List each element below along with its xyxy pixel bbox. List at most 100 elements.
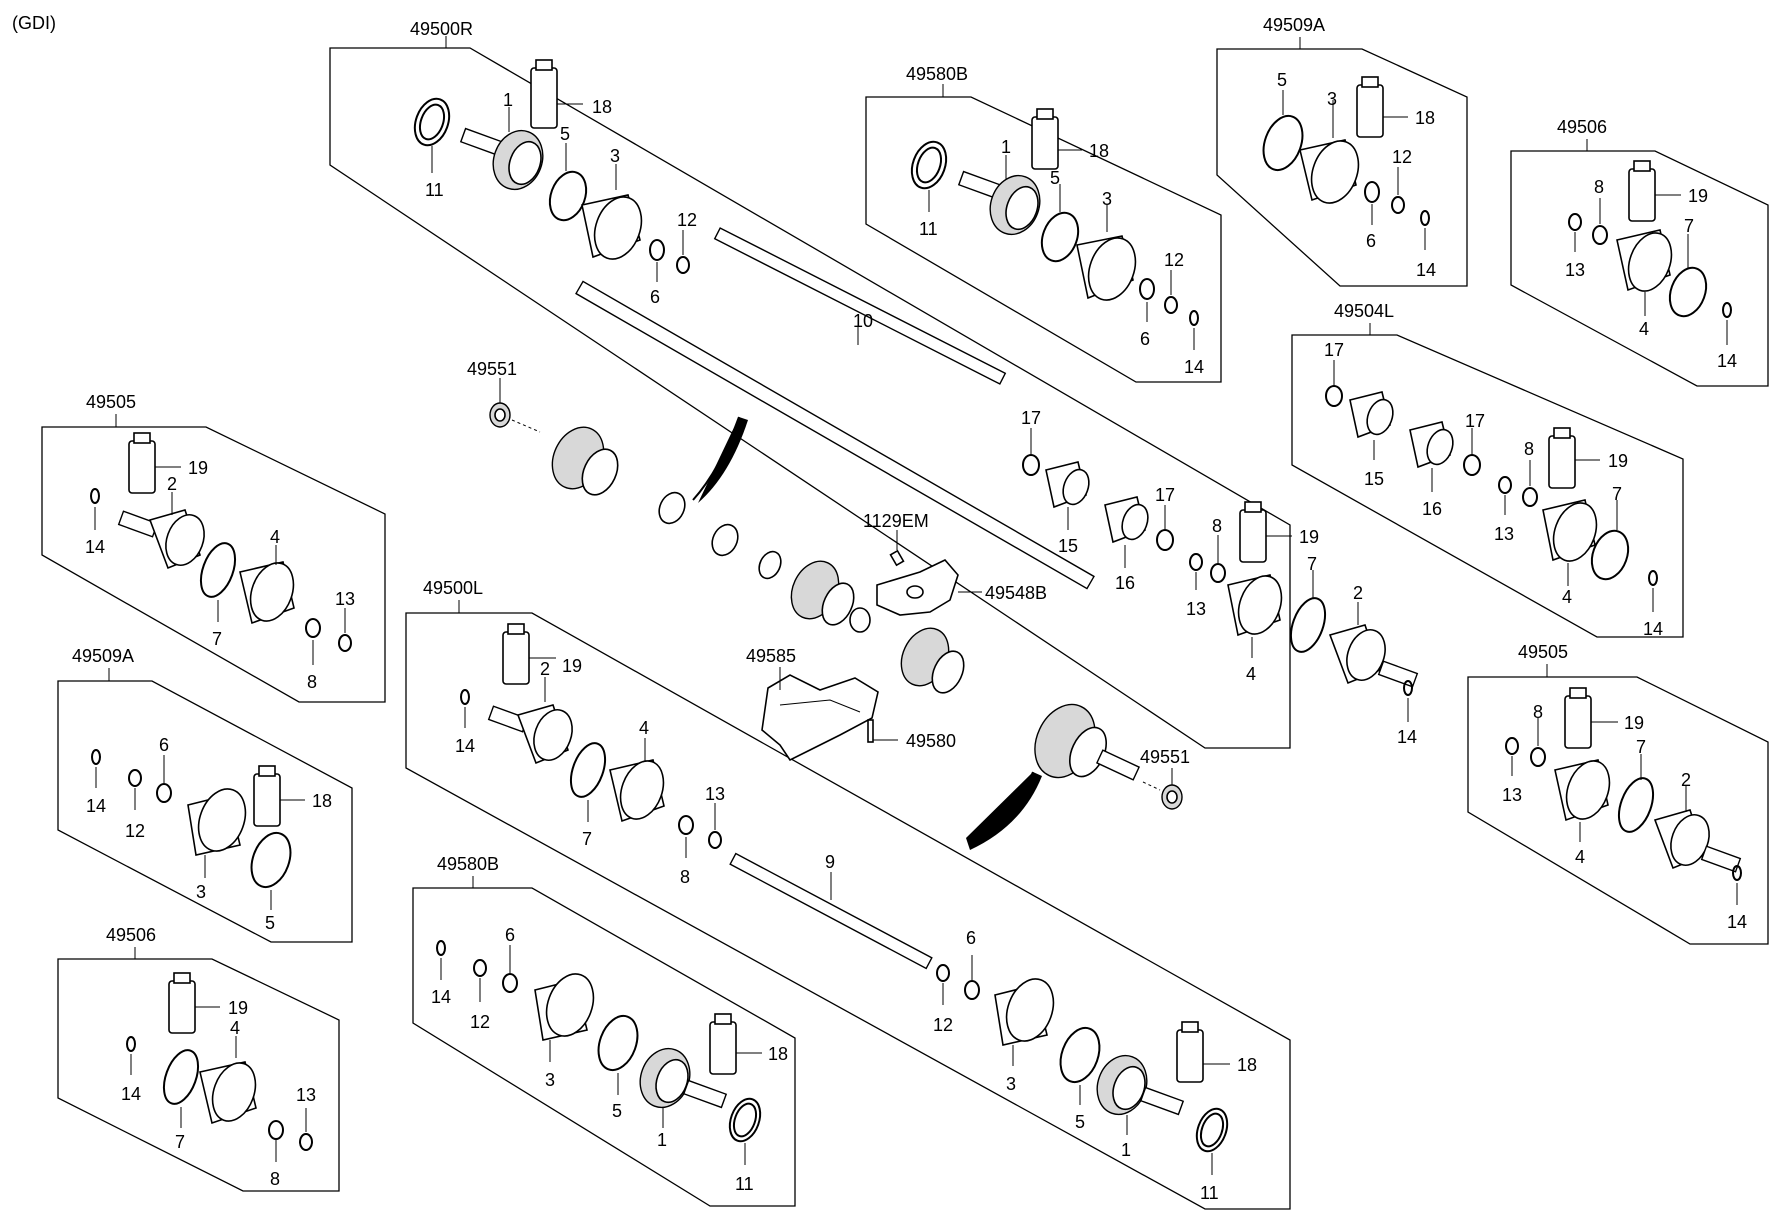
parts-group-49500r-top: 11 1 18 5 3 6 12 10 — [413, 59, 1007, 385]
callout-11: 11 — [425, 180, 444, 200]
callout-18: 18 — [768, 1044, 788, 1064]
callout-1: 1 — [1001, 137, 1011, 157]
callout-2: 2 — [167, 474, 177, 494]
parts-group-49505-left: 19 14 2 7 4 8 13 — [85, 432, 355, 692]
callout-8: 8 — [1594, 177, 1604, 197]
assembly-box-49506-top — [1510, 150, 1769, 387]
callout-14: 14 — [86, 796, 106, 816]
callout-3: 3 — [196, 882, 206, 902]
callout-19: 19 — [1624, 713, 1644, 733]
callout-3: 3 — [1327, 89, 1337, 109]
label-1129em: 1129EM — [863, 511, 929, 531]
parts-group-49580b-bottom: 14 12 6 3 5 1 18 11 — [431, 925, 788, 1194]
callout-14: 14 — [455, 736, 475, 756]
assembly-box-49509a-top — [1216, 48, 1468, 287]
callout-11: 11 — [1200, 1183, 1219, 1203]
callout-14: 14 — [1184, 357, 1204, 377]
callout-7: 7 — [1684, 216, 1694, 236]
boot-band-part — [548, 170, 588, 222]
callout-8: 8 — [270, 1169, 280, 1189]
parts-group-49500r-inner: 17 15 16 17 13 8 19 4 7 2 14 — [1021, 408, 1419, 747]
callout-8: 8 — [1524, 439, 1534, 459]
callout-4: 4 — [1575, 847, 1585, 867]
assembly-label-49509a-left: 49509A — [72, 646, 134, 666]
callout-12: 12 — [470, 1012, 490, 1032]
callout-19: 19 — [1608, 451, 1628, 471]
callout-16: 16 — [1115, 573, 1135, 593]
callout-14: 14 — [121, 1084, 141, 1104]
callout-7: 7 — [1612, 484, 1622, 504]
callout-17: 17 — [1324, 340, 1344, 360]
assembly-label-49509a-top: 49509A — [1263, 15, 1325, 35]
callout-18: 18 — [312, 791, 332, 811]
callout-7: 7 — [582, 829, 592, 849]
callout-13: 13 — [1494, 524, 1514, 544]
callout-14: 14 — [431, 987, 451, 1007]
grease-pack-part — [530, 67, 558, 129]
parts-group-49505-right: 13 8 19 4 7 2 14 — [1502, 687, 1747, 932]
callout-12: 12 — [677, 210, 697, 230]
center-bearing-bracket: 49548B 1129EM — [863, 511, 1047, 616]
callout-1: 1 — [503, 90, 513, 110]
callout-5: 5 — [1277, 70, 1287, 90]
tone-wheel-part — [413, 97, 451, 147]
callout-2: 2 — [540, 659, 550, 679]
callout-13: 13 — [1186, 599, 1206, 619]
drive-shaft-10 — [713, 227, 1007, 385]
callout-19: 19 — [1688, 186, 1708, 206]
callout-8: 8 — [680, 867, 690, 887]
assembly-box-49500l — [405, 612, 1291, 1210]
parts-group-49500l: 19 14 2 7 4 8 13 9 — [455, 623, 933, 970]
callout-5: 5 — [612, 1101, 622, 1121]
callout-3: 3 — [1006, 1074, 1016, 1094]
assembled-drive-shaft: 49551 49551 — [467, 280, 1190, 850]
callout-13: 13 — [335, 589, 355, 609]
callout-16: 16 — [1422, 499, 1442, 519]
assembly-label-49580b-top: 49580B — [906, 64, 968, 84]
assembly-box-49506-left — [57, 958, 340, 1192]
callout-19: 19 — [1299, 527, 1319, 547]
callout-4: 4 — [1246, 664, 1256, 684]
assembly-label-49506-top: 49506 — [1557, 117, 1607, 137]
callout-19: 19 — [188, 458, 208, 478]
callout-4: 4 — [1639, 319, 1649, 339]
callout-7: 7 — [1636, 737, 1646, 757]
callout-4: 4 — [270, 527, 280, 547]
parts-group-49509a-top: 5 3 18 6 12 14 — [1262, 70, 1436, 280]
callout-6: 6 — [650, 287, 660, 307]
callout-6: 6 — [505, 925, 515, 945]
callout-5: 5 — [265, 913, 275, 933]
callout-13: 13 — [1565, 260, 1585, 280]
callout-7: 7 — [175, 1132, 185, 1152]
assembly-box-49505-right — [1467, 676, 1769, 945]
assembly-box-49580b-top — [865, 96, 1222, 383]
assembly-box-49500r-top — [329, 47, 1291, 749]
callout-18: 18 — [1237, 1055, 1257, 1075]
callout-18: 18 — [1415, 108, 1435, 128]
callout-15: 15 — [1364, 469, 1384, 489]
parts-group-49509a-left: 14 12 6 3 18 5 — [86, 735, 332, 933]
callout-10: 10 — [853, 311, 873, 331]
callout-18: 18 — [1089, 141, 1109, 161]
assembly-box-49505-left — [41, 426, 386, 703]
callout-2: 2 — [1681, 770, 1691, 790]
assembly-box-49504l — [1291, 334, 1684, 638]
callout-14: 14 — [85, 537, 105, 557]
assembly-label-49506-left: 49506 — [106, 925, 156, 945]
callout-4: 4 — [1562, 587, 1572, 607]
assembly-label-49504l: 49504L — [1334, 301, 1394, 321]
callout-3: 3 — [610, 146, 620, 166]
main-shaft — [575, 280, 1095, 590]
callout-19: 19 — [228, 998, 248, 1018]
callout-3: 3 — [545, 1070, 555, 1090]
callout-17: 17 — [1021, 408, 1041, 428]
callout-4: 4 — [639, 718, 649, 738]
assembly-box-49509a-left — [57, 680, 353, 943]
callout-13: 13 — [1502, 785, 1522, 805]
callout-6: 6 — [159, 735, 169, 755]
callout-14: 14 — [1643, 619, 1663, 639]
assembly-label-49505-right: 49505 — [1518, 642, 1568, 662]
callout-1: 1 — [1121, 1140, 1131, 1160]
callout-12: 12 — [125, 821, 145, 841]
